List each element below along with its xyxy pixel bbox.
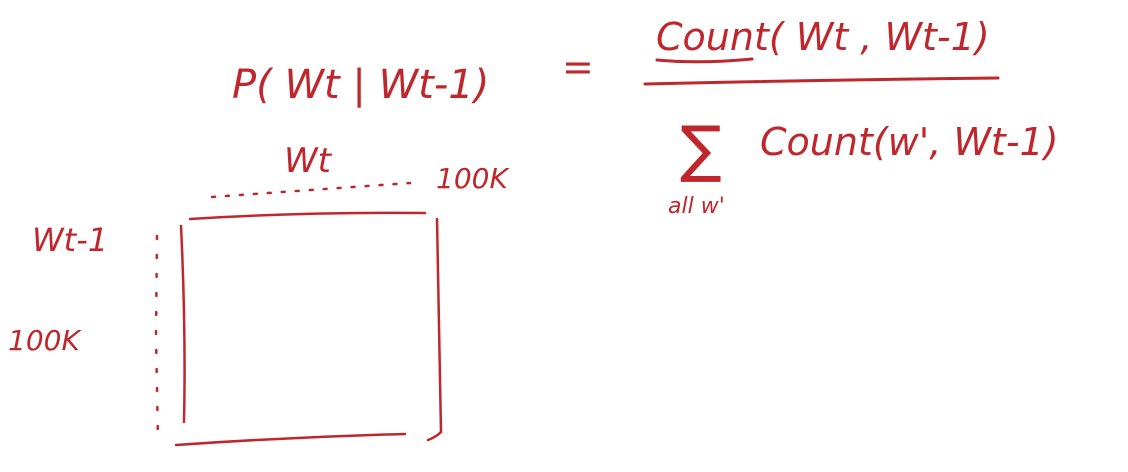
matrix-row-size: 100K <box>8 324 82 357</box>
matrix-row-label: Wt-1 <box>32 221 108 259</box>
formula-numerator: Count( Wt , Wt-1) <box>656 15 990 59</box>
matrix-top-edge <box>188 211 427 221</box>
row-dotted-guide <box>154 234 160 444</box>
matrix-column-size: 100K <box>436 162 510 195</box>
matrix-diagram: Wt 100K Wt-1 100K <box>8 141 510 447</box>
formula: P( Wt | Wt-1) = Count( Wt , Wt-1) ∑ Coun… <box>232 15 1059 219</box>
fraction-bar <box>643 76 1000 86</box>
matrix-left-edge <box>179 224 186 424</box>
sum-subscript: all w' <box>668 194 725 219</box>
matrix-bottom-edge <box>174 432 407 447</box>
formula-denominator: Count(w', Wt-1) <box>760 120 1059 164</box>
column-dotted-guide <box>210 181 412 199</box>
matrix-column-label: Wt <box>284 141 333 181</box>
sum-symbol: ∑ <box>680 112 722 185</box>
numerator-underline <box>655 57 754 64</box>
formula-lhs: P( Wt | Wt-1) <box>232 62 489 108</box>
matrix-right-edge <box>426 217 443 442</box>
formula-equals: = <box>562 45 594 89</box>
